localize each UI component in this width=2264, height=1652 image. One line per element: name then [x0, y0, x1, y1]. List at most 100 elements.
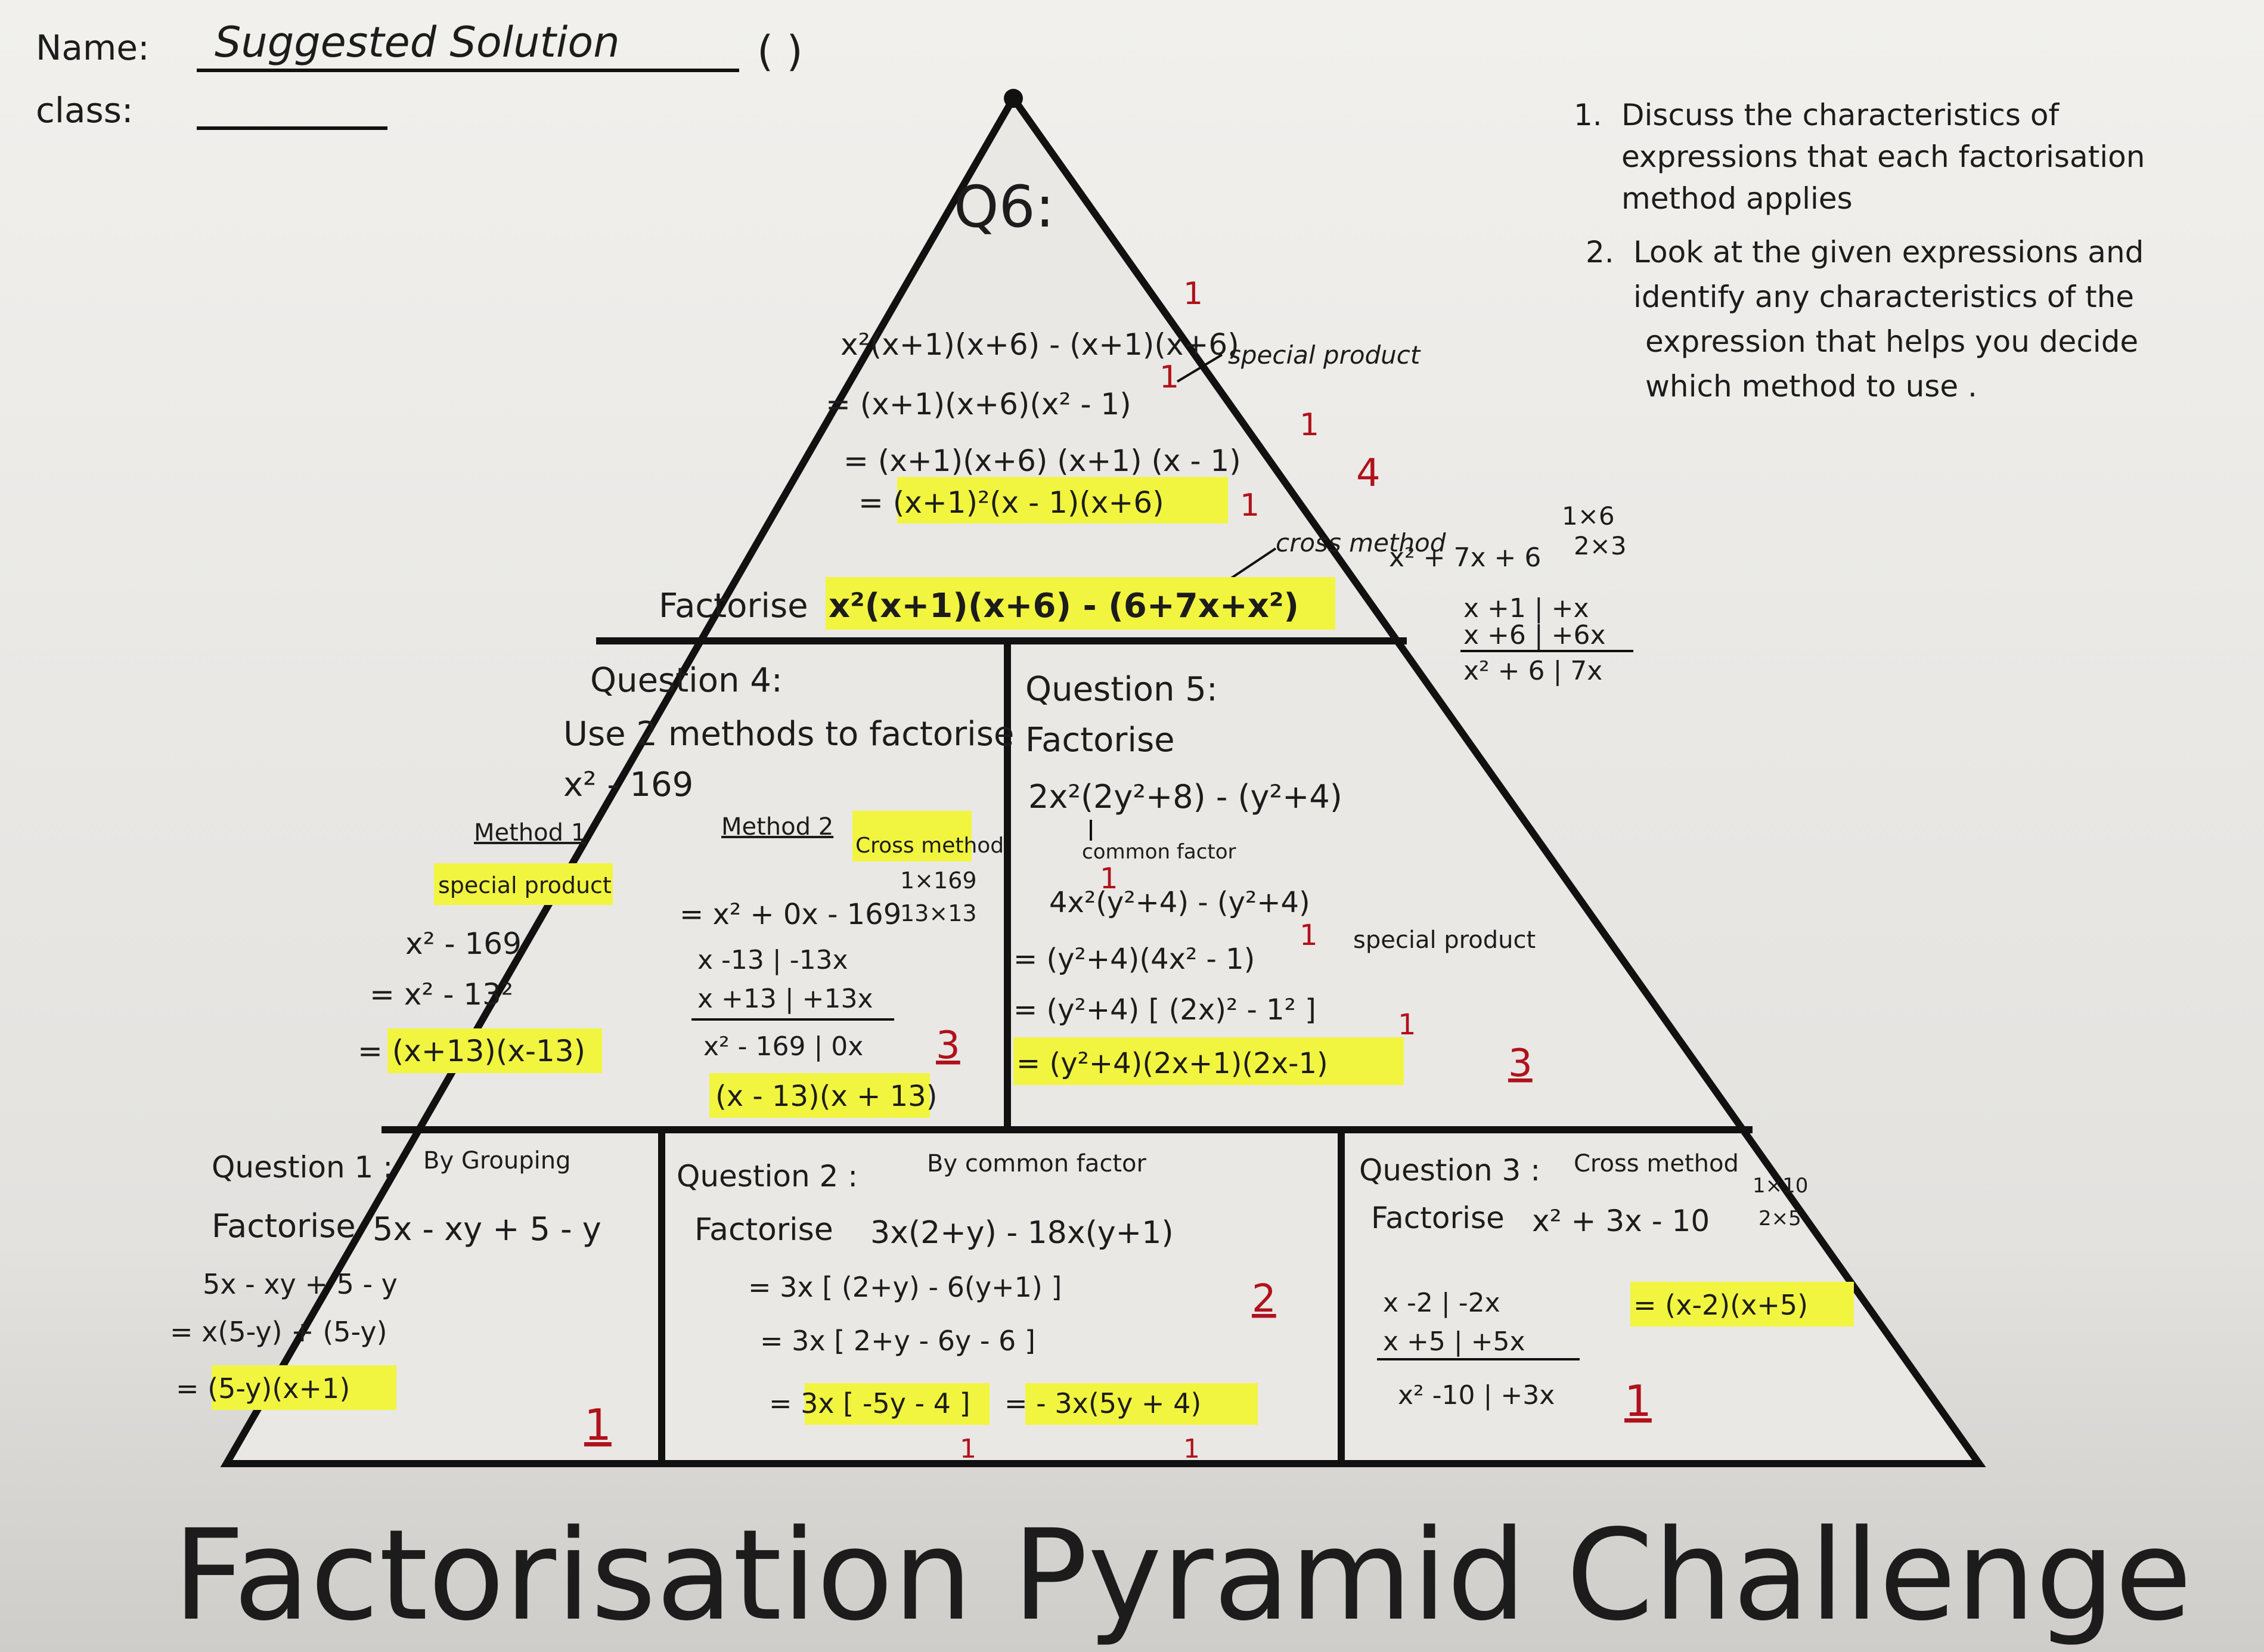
q5-mark-1: 1	[1100, 862, 1118, 895]
q5-answer-highlight	[1013, 1037, 1404, 1085]
q6-factorise-label: Factorise	[659, 587, 808, 625]
q2-title: Question 2 :	[677, 1159, 858, 1194]
q6-side-pair-1: 1×6	[1562, 501, 1615, 531]
q4-method2-grid-total: x² - 169 | 0x	[703, 1031, 863, 1062]
instruction-2-line-3: expression that helps you decide	[1645, 324, 2138, 359]
q3-pair-2: 2×5	[1759, 1207, 1801, 1231]
q6-mark-2: 1	[1159, 359, 1179, 395]
q1-prompt: Factorise	[212, 1207, 356, 1245]
q4-method2-grid-row-2: x +13 | +13x	[697, 984, 873, 1014]
q6-step-2: = (x+1)(x+6)(x² - 1)	[826, 387, 1131, 421]
q3-answer: = (x-2)(x+5)	[1633, 1289, 1808, 1321]
q6-step-1: x²(x+1)(x+6) - (x+1)(x+6)	[841, 327, 1239, 362]
q4-method2-name: Cross method	[855, 833, 1004, 858]
q5-note-common: common factor	[1082, 840, 1236, 864]
q4-method1-label: Method 1	[474, 819, 586, 847]
instruction-1-line-2: expressions that each factorisation	[1621, 140, 2145, 174]
q5-prompt: Factorise	[1025, 721, 1175, 760]
q2-mark-1: 1	[960, 1434, 976, 1464]
q1-step-1: 5x - xy + 5 - y	[203, 1268, 398, 1300]
q6-label: Q6:	[954, 173, 1055, 240]
q2-mark-2: 1	[1183, 1434, 1200, 1464]
instruction-2-line-1: Look at the given expressions and	[1633, 235, 2144, 269]
q4-prompt: Use 2 methods to factorise	[563, 715, 1014, 754]
q4-method1-name: special product	[438, 872, 612, 898]
q6-note-arrow	[1176, 354, 1223, 383]
q4-method1-step-2: = x² - 13²	[370, 977, 513, 1012]
q6-cross-arrow	[1230, 547, 1277, 579]
q3-answer-highlight	[1630, 1282, 1854, 1326]
q4-method2-line: = x² + 0x - 169	[680, 898, 901, 931]
q4-method2-name-highlight	[852, 811, 972, 861]
q1-section: Question 1 : By Grouping Factorise 5x - …	[170, 1147, 612, 1450]
instruction-2-line-2: identify any characteristics of the	[1633, 280, 2134, 314]
q5-step-1: 4x²(y²+4) - (y²+4)	[1049, 886, 1310, 919]
page-title: Factorisation Pyramid Challenge	[173, 1502, 2192, 1648]
q6-mark-3: 1	[1300, 407, 1319, 443]
q6-note-special: special product	[1228, 340, 1421, 370]
q5-title: Question 5:	[1025, 670, 1218, 709]
q2-answer-highlight	[1025, 1383, 1258, 1425]
q3-pair-1: 1×10	[1753, 1174, 1808, 1198]
q4-title: Question 4:	[590, 661, 783, 700]
pyramid-triangle	[220, 91, 1986, 1467]
q4-method2-pair-2: 13×13	[900, 900, 977, 926]
q6-note-cross: cross method	[1276, 528, 1446, 557]
q2-prompt: Factorise	[694, 1212, 833, 1248]
register-brackets: ( )	[757, 27, 803, 76]
q5-note-special: special product	[1353, 926, 1536, 954]
q1-total: 1	[584, 1400, 612, 1450]
q4-method1-step-3: = (x+13)(x-13)	[358, 1034, 585, 1068]
q3-title: Question 3 :	[1359, 1153, 1540, 1188]
q4-section: Question 4: Use 2 methods to factorise x…	[358, 661, 1014, 1118]
q2-section: Question 2 : By common factor Factorise …	[677, 1150, 1276, 1464]
q4-method1-name-highlight	[434, 863, 613, 905]
q1-expr: 5x - xy + 5 - y	[373, 1210, 601, 1248]
q6-expression: x²(x+1)(x+6) - (6+7x+x²)	[829, 587, 1299, 625]
q5-mark-3: 1	[1398, 1008, 1416, 1042]
q1-step-2: = x(5-y) + (5-y)	[170, 1316, 387, 1348]
q6-side-expr: x² + 7x + 6	[1389, 543, 1541, 573]
q6-step-4: = (x+1)²(x - 1)(x+6)	[858, 485, 1164, 520]
q4-method2-pair-1: 1×169	[900, 867, 977, 894]
q1-method: By Grouping	[423, 1147, 570, 1174]
q3-expr: x² + 3x - 10	[1532, 1204, 1710, 1238]
q4-method2-answer: (x - 13)(x + 13)	[715, 1080, 937, 1113]
instruction-2-number: 2.	[1586, 235, 1614, 269]
q5-expr: 2x²(2y²+8) - (y²+4)	[1028, 778, 1342, 816]
q6-side-pair-2: 2×3	[1574, 531, 1627, 560]
q4-method1-answer-highlight	[387, 1028, 602, 1073]
q6-mark-4: 1	[1240, 488, 1260, 523]
q2-step-3: = 3x [ -5y - 4 ]	[769, 1387, 970, 1419]
q6-side-grid-total: x² + 6 | 7x	[1463, 656, 1602, 686]
q5-step-2: = (y²+4)(4x² - 1)	[1013, 943, 1255, 976]
q3-grid-total: x² -10 | +3x	[1398, 1380, 1555, 1411]
q5-mark-2: 1	[1300, 919, 1318, 952]
q3-grid-row-1: x -2 | -2x	[1383, 1288, 1500, 1318]
q1-answer-highlight	[212, 1365, 396, 1410]
q2-step-2: = 3x [ 2+y - 6y - 6 ]	[760, 1325, 1035, 1357]
q6-side-grid-row-2: x +6 | +6x	[1463, 620, 1606, 650]
instruction-1-line-3: method applies	[1621, 181, 1853, 216]
instructions: 1. Discuss the characteristics of expres…	[1574, 98, 2145, 404]
q6-step-3: = (x+1)(x+6) (x+1) (x - 1)	[843, 444, 1241, 478]
q5-section: Question 5: Factorise 2x²(2y²+8) - (y²+4…	[1013, 670, 1536, 1086]
q2-expr: 3x(2+y) - 18x(y+1)	[870, 1215, 1174, 1251]
q2-step-1: = 3x [ (2+y) - 6(y+1) ]	[748, 1271, 1062, 1303]
q2-method: By common factor	[927, 1150, 1147, 1177]
q5-total: 3	[1508, 1042, 1533, 1086]
q4-method1-step-1: x² - 169	[405, 926, 522, 961]
q3-section: Question 3 : Cross method Factorise x² +…	[1359, 1150, 1854, 1426]
q4-method2-grid-row-1: x -13 | -13x	[697, 945, 848, 975]
q5-step-3: = (y²+4) [ (2x)² - 1² ]	[1013, 993, 1316, 1027]
q2-total: 2	[1252, 1277, 1276, 1321]
q4-method2-answer-highlight	[709, 1073, 930, 1118]
q1-title: Question 1 :	[212, 1150, 393, 1185]
q3-prompt: Factorise	[1371, 1201, 1505, 1235]
q6-expression-highlight	[826, 577, 1335, 630]
q6-mark-1: 1	[1183, 276, 1203, 312]
q3-method: Cross method	[1574, 1150, 1739, 1177]
pyramid-outline	[220, 89, 1986, 1467]
instruction-2-line-4: which method to use .	[1645, 369, 1977, 404]
